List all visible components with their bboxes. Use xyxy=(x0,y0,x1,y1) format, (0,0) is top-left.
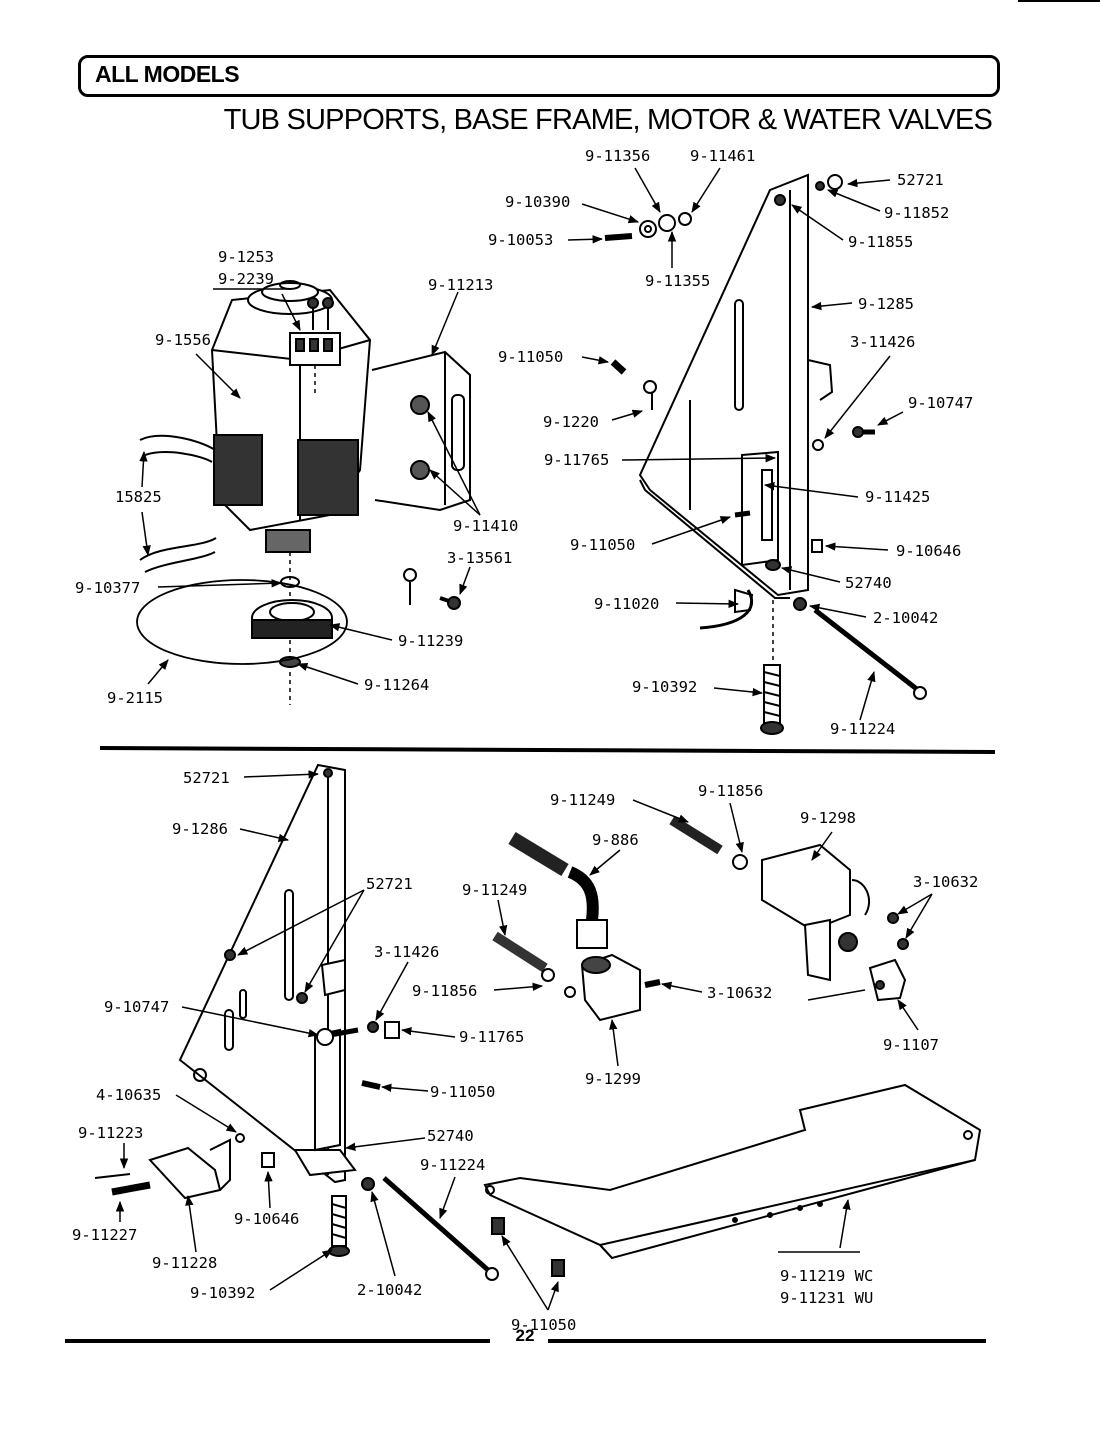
part-label: 2-10042 xyxy=(873,609,938,627)
page-footer: 22 xyxy=(0,1326,1100,1356)
part-label: 9-11224 xyxy=(420,1156,485,1174)
part-label: 9-10377 xyxy=(75,579,140,597)
water-valves-base-frame-drawing xyxy=(483,815,982,1277)
part-label: 9-1286 xyxy=(172,820,228,838)
part-label: 9-11461 xyxy=(690,147,755,165)
part-label: 9-10392 xyxy=(632,678,697,696)
part-label: 3-13561 xyxy=(447,549,512,567)
part-label: 9-11227 xyxy=(72,1226,137,1244)
footer-rule-left xyxy=(65,1339,490,1343)
part-label: 9-1298 xyxy=(800,809,856,827)
part-label: 9-11219 WC xyxy=(780,1267,873,1285)
part-label: 3-11426 xyxy=(850,333,915,351)
part-label: 9-2115 xyxy=(107,689,163,707)
part-label: 9-1285 xyxy=(858,295,914,313)
tub-support-left-drawing xyxy=(94,763,499,1281)
part-label: 52721 xyxy=(183,769,230,787)
part-label: 9-11231 WU xyxy=(780,1289,873,1307)
part-label: 9-10390 xyxy=(505,193,570,211)
tub-support-right-drawing xyxy=(604,173,927,735)
part-label: 9-11765 xyxy=(544,451,609,469)
corner-rule xyxy=(1018,0,1100,2)
models-header-box: ALL MODELS xyxy=(78,55,1000,97)
part-label: 3-10632 xyxy=(707,984,772,1002)
part-label: 9-10747 xyxy=(104,998,169,1016)
part-label: 9-11223 xyxy=(78,1124,143,1142)
motor-assembly-drawing xyxy=(136,280,471,705)
part-label: 52740 xyxy=(427,1127,474,1145)
part-label: 9-11228 xyxy=(152,1254,217,1272)
part-label: 9-11020 xyxy=(594,595,659,613)
part-label: 9-11765 xyxy=(459,1028,524,1046)
part-label: 9-11050 xyxy=(570,536,635,554)
part-label: 52721 xyxy=(897,171,944,189)
part-label: 9-11856 xyxy=(698,782,763,800)
part-label: 9-11249 xyxy=(462,881,527,899)
part-label: 9-11050 xyxy=(511,1316,576,1334)
part-label: 9-11425 xyxy=(865,488,930,506)
part-label: 9-1556 xyxy=(155,331,211,349)
models-label: ALL MODELS xyxy=(95,61,240,87)
part-label: 9-10392 xyxy=(190,1284,255,1302)
part-label: 9-2239 xyxy=(218,270,274,288)
part-number-labels: 9-11356 9-11461 52721 9-10390 9-11852 9-… xyxy=(72,147,978,1334)
part-label: 9-886 xyxy=(592,831,639,849)
part-label: 9-11249 xyxy=(550,791,615,809)
part-label: 9-10053 xyxy=(488,231,553,249)
part-label: 4-10635 xyxy=(96,1086,161,1104)
part-label: 9-10646 xyxy=(896,542,961,560)
part-label: 52740 xyxy=(845,574,892,592)
section-divider xyxy=(99,746,996,754)
page-title: TUB SUPPORTS, BASE FRAME, MOTOR & WATER … xyxy=(223,104,993,136)
part-label: 9-11224 xyxy=(830,720,895,738)
part-label: 9-11856 xyxy=(412,982,477,1000)
part-label: 9-11855 xyxy=(848,233,913,251)
part-label: 9-11239 xyxy=(398,632,463,650)
part-label: 3-11426 xyxy=(374,943,439,961)
part-label: 52721 xyxy=(366,875,413,893)
part-label: 9-10646 xyxy=(234,1210,299,1228)
part-label: 9-1299 xyxy=(585,1070,641,1088)
part-label: 9-1253 xyxy=(218,248,274,266)
part-label: 9-11264 xyxy=(364,676,429,694)
part-label: 3-10632 xyxy=(913,873,978,891)
part-label: 9-11355 xyxy=(645,272,710,290)
part-label: 9-1107 xyxy=(883,1036,939,1054)
part-label: 9-11050 xyxy=(430,1083,495,1101)
page-number: 22 xyxy=(515,1326,535,1345)
part-label: 9-11050 xyxy=(498,348,563,366)
part-label: 9-11213 xyxy=(428,276,493,294)
part-label: 9-10747 xyxy=(908,394,973,412)
part-label: 9-11356 xyxy=(585,147,650,165)
part-label: 9-11852 xyxy=(884,204,949,222)
part-label: 2-10042 xyxy=(357,1281,422,1299)
leader-lines xyxy=(115,167,933,1311)
part-label: 9-1220 xyxy=(543,413,599,431)
footer-rule-right xyxy=(548,1339,986,1343)
part-label: 9-11410 xyxy=(453,517,518,535)
part-label: 15825 xyxy=(115,488,162,506)
